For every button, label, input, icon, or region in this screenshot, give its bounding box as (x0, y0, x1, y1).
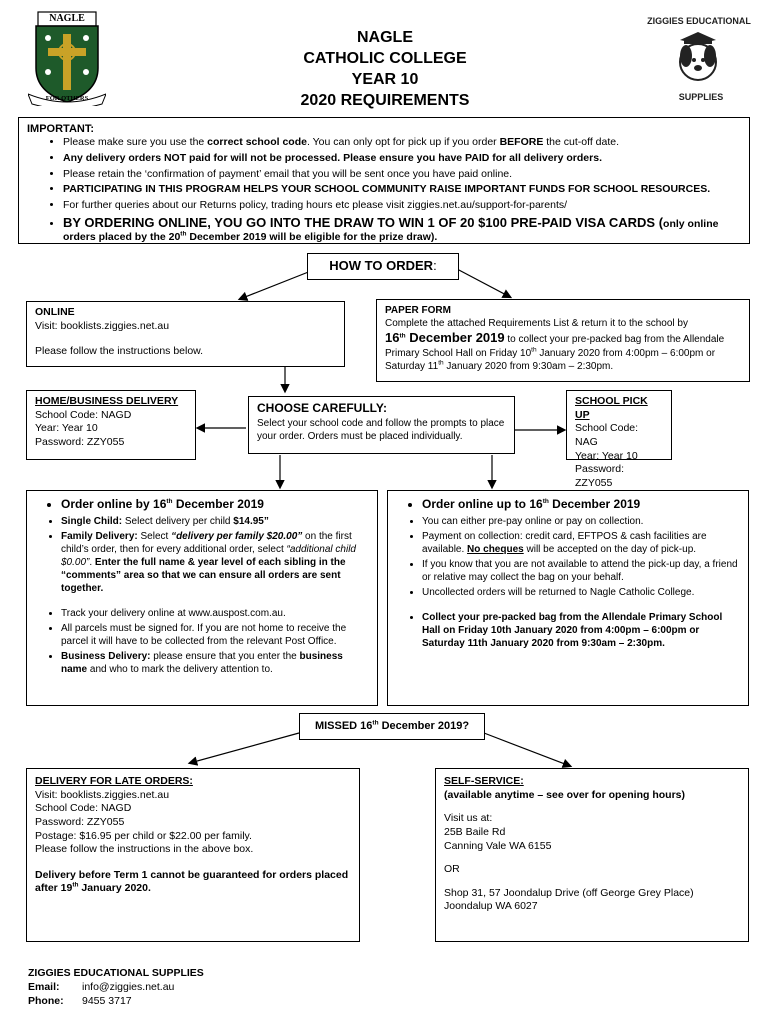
important-list: Please make sure you use the correct sch… (27, 136, 741, 245)
how-to-order-box: HOW TO ORDER: (307, 253, 459, 280)
list-item: You can either pre-pay online or pay on … (422, 515, 740, 528)
nagle-shield-icon (27, 11, 107, 110)
list-item: Please make sure you use the correct sch… (63, 136, 741, 150)
list-item: BY ORDERING ONLINE, YOU GO INTO THE DRAW… (63, 215, 741, 246)
list-item: Single Child: Select delivery per child … (61, 515, 369, 528)
delivery-details-box: Order online by 16th December 2019 Singl… (26, 490, 378, 706)
school-pickup-box: SCHOOL PICK UP School Code: NAG Year: Ye… (566, 390, 672, 489)
list-item: If you know that you are not available t… (422, 558, 740, 584)
list-item: Family Delivery: Select “delivery per fa… (61, 530, 369, 595)
important-box: IMPORTANT: Please make sure you use the … (18, 117, 750, 244)
logo-motto: FOR OTHERS (45, 95, 89, 102)
email-link[interactable]: info@ziggies.net.au (82, 981, 175, 993)
ziggies-logo: ZIGGIES EDUCATIONAL SUPPLIES (640, 12, 752, 112)
list-item: Business Delivery: please ensure that yo… (61, 650, 369, 676)
list-item: For further queries about our Returns po… (63, 199, 741, 213)
list-item: Order online by 16th December 2019 (61, 497, 369, 513)
footer: ZIGGIES EDUCATIONAL SUPPLIES Email:info@… (28, 967, 204, 1007)
paper-form-box: PAPER FORM Complete the attached Require… (376, 299, 750, 382)
list-item: Collect your pre-packed bag from the All… (422, 611, 740, 650)
list-item: Order online up to 16th December 2019 (422, 497, 740, 513)
list-item: All parcels must be signed for. If you a… (61, 622, 369, 648)
important-heading: IMPORTANT: (27, 123, 95, 135)
ziggies-name: ZIGGIES EDUCATIONAL (647, 16, 751, 26)
pickup-details-box: Order online up to 16th December 2019 Yo… (387, 490, 749, 706)
choose-carefully-box: CHOOSE CAREFULLY: Select your school cod… (248, 396, 515, 454)
list-item: Track your delivery online at www.auspos… (61, 607, 369, 620)
late-orders-box: DELIVERY FOR LATE ORDERS: Visit: booklis… (26, 768, 360, 942)
phone-number: 9455 3717 (82, 995, 132, 1007)
self-service-box: SELF-SERVICE: (available anytime – see o… (435, 768, 749, 942)
logo-top-text: NAGLE (49, 13, 85, 24)
online-box: ONLINE Visit: booklists.ziggies.net.au P… (26, 301, 345, 367)
list-item: Uncollected orders will be returned to N… (422, 586, 740, 599)
nagle-logo: NAGLE FOR OTHERS (27, 10, 107, 110)
dog-mascot-icon (679, 32, 717, 81)
ziggies-supplies: SUPPLIES (678, 92, 724, 102)
list-item: PARTICIPATING IN THIS PROGRAM HELPS YOUR… (63, 183, 741, 197)
list-item: Please retain the ‘confirmation of payme… (63, 168, 741, 182)
page-title: NAGLE CATHOLIC COLLEGE YEAR 10 2020 REQU… (300, 29, 470, 109)
missed-box: MISSED 16th December 2019? (299, 713, 485, 740)
list-item: Any delivery orders NOT paid for will no… (63, 152, 741, 166)
home-delivery-box: HOME/BUSINESS DELIVERY School Code: NAGD… (26, 390, 196, 460)
list-item: Payment on collection: credit card, EFTP… (422, 530, 740, 556)
